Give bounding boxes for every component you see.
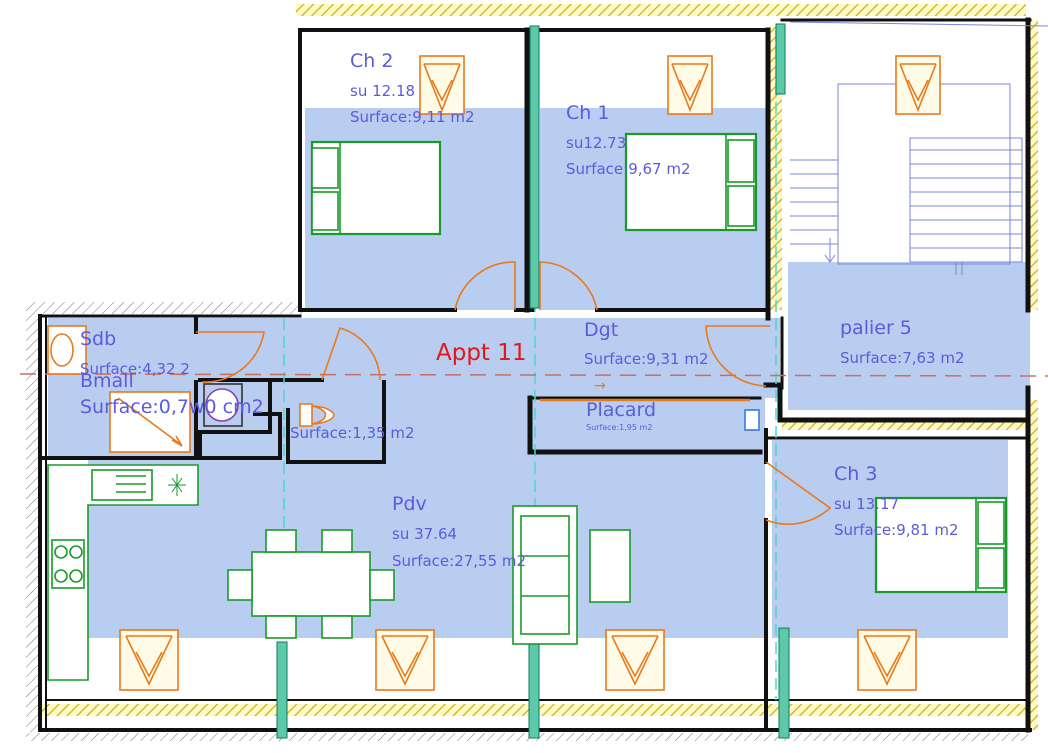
section-line: [19, 373, 1048, 377]
room-su-pdv: su 37.64: [392, 525, 458, 543]
window-ch2: [419, 55, 465, 115]
room-surface-palier: Surface:7,63 m2: [840, 349, 965, 367]
room-name-dgt: Dgt: [584, 319, 619, 341]
door-ch3: [765, 461, 832, 525]
room-name-ch2: Ch 2: [350, 50, 394, 72]
hatch-bottom-outer: [26, 733, 1028, 741]
window-ch3: [857, 629, 917, 691]
room-surface-ch3: Surface:9,81 m2: [834, 521, 959, 539]
bmall-cabinet: [203, 383, 243, 427]
hatch-left: [26, 302, 40, 732]
window-ch1: [667, 55, 713, 115]
wall-placard: [527, 395, 763, 455]
hatch-top: [296, 4, 1026, 16]
wall-left-outer: [38, 314, 1032, 732]
door-palier: [705, 325, 770, 387]
stair-inner: [909, 137, 1023, 263]
wall-palier-corner: [763, 382, 1031, 423]
room-su-ch2: su 12.18: [350, 82, 416, 100]
sink-bowl: [50, 333, 74, 367]
room-name-ch1: Ch 1: [566, 102, 610, 124]
furniture: [47, 132, 1008, 681]
room-surface-sdb: Surface:4,32 2: [80, 360, 190, 378]
room-surface-dgt: Surface:9,31 m2: [584, 350, 709, 368]
windows: [119, 55, 941, 691]
bed-ch2: [310, 140, 442, 236]
doors: [196, 261, 832, 525]
stair-steps: [790, 149, 1022, 249]
room-surface-ch2: Surface:9,11 m2: [350, 108, 475, 126]
floor-dgt: [195, 318, 780, 398]
room-name-ch3: Ch 3: [834, 463, 878, 485]
window-palier: [895, 55, 941, 115]
room-name-bmall: Bmall: [80, 370, 134, 392]
coffee-table: [589, 529, 631, 603]
room-name-palier: palier 5: [840, 317, 912, 339]
room-surface-bmall: Surface:0,7w0 cm2: [80, 396, 264, 418]
floor-palier: [788, 262, 1030, 410]
room-su-ch1: su12.73: [566, 134, 627, 152]
column-e: [778, 627, 790, 739]
window-pdv-1: [119, 629, 179, 691]
bed-ch3: [874, 496, 1008, 594]
room-name-pdv: Pdv: [392, 493, 427, 515]
room-surface-ch1: Surface:9,67 m2: [566, 160, 691, 178]
room-surface-pdv: Surface:27,55 m2: [392, 552, 527, 570]
placard-arrow: →: [594, 378, 606, 394]
toilet: [299, 403, 335, 427]
placard-box: [744, 409, 760, 431]
shower-drain: [117, 397, 183, 447]
column-a: [529, 25, 540, 309]
door-ch2: [454, 261, 516, 311]
wall-outer: [298, 28, 770, 312]
room-surface-placard: Surface:1,95 m2: [586, 423, 653, 432]
column-b: [775, 23, 786, 95]
stair-rail: [789, 21, 1048, 27]
hatch-left-top: [26, 302, 304, 314]
room-name-placard: Placard: [586, 399, 657, 421]
wall-bmall-low: [198, 412, 282, 460]
door-wc: [321, 327, 381, 381]
room-su-ch3: su 13.17: [834, 495, 900, 513]
room-surface-wc: Surface:1,35 m2: [290, 424, 415, 442]
sofa: [512, 505, 578, 645]
door-ch1: [539, 261, 598, 311]
window-pdv-3: [605, 629, 665, 691]
bed-ch1: [624, 132, 758, 232]
walls: [38, 17, 1032, 733]
window-pdv-2: [375, 629, 435, 691]
stair-arrow: [824, 238, 963, 275]
wall-wc-right: [286, 380, 386, 464]
door-sdb: [196, 331, 265, 383]
kitchen-counter: [47, 464, 199, 681]
apartment-label: Appt 11: [436, 340, 527, 366]
washing-machine: [205, 388, 239, 422]
staircase: [789, 21, 1048, 275]
wall-bmall: [198, 378, 272, 434]
room-name-sdb: Sdb: [80, 328, 117, 350]
dining-table: [227, 529, 395, 639]
column-d: [528, 641, 540, 739]
column-c: [276, 641, 288, 739]
bath-fixtures: [47, 325, 760, 453]
